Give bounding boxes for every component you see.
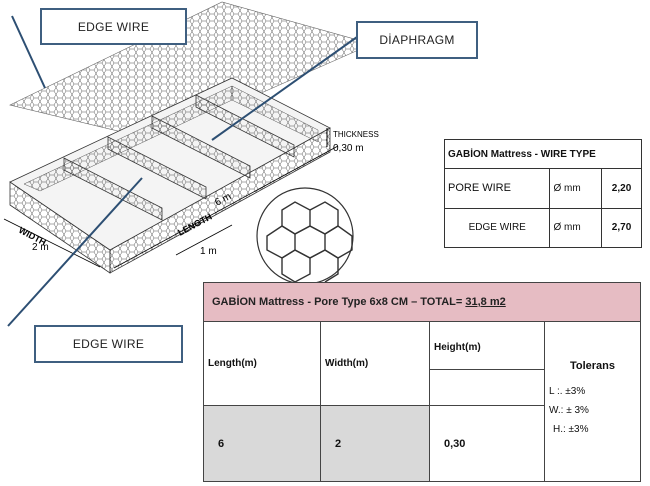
pore-type-table: GABİON Mattress - Pore Type 6x8 CM – TOT… bbox=[203, 282, 641, 482]
diaphragms bbox=[63, 94, 295, 221]
header-width: Width(m) bbox=[320, 321, 430, 406]
unit-dimension-line bbox=[175, 224, 233, 256]
pore-table-header-row: Length(m) Width(m) Height(m) Tolerans L … bbox=[203, 321, 641, 482]
tolerance-width: W.: ± 3% bbox=[549, 405, 589, 416]
wire-symbol-edge: Ø mm bbox=[549, 207, 603, 249]
pore-table-total: 31,8 m2 bbox=[465, 296, 506, 308]
wire-value-pore: 2,20 bbox=[601, 168, 642, 209]
wire-value-edge: 2,70 bbox=[601, 207, 642, 249]
value-height: 0,30 bbox=[429, 405, 545, 482]
width-total: 2 m bbox=[32, 242, 49, 253]
header-tolerans: Tolerans bbox=[569, 360, 616, 372]
edge-wire-top-label: EDGE WIRE bbox=[77, 19, 150, 34]
length-unit: 1 m bbox=[200, 246, 217, 257]
pore-table-title-text: GABİON Mattress - Pore Type 6x8 CM – TOT… bbox=[212, 296, 466, 308]
diaphragm-callout: DİAPHRAGM bbox=[356, 21, 478, 59]
wire-name-pore: PORE WIRE bbox=[443, 168, 551, 209]
edge-wire-bottom-label: EDGE WIRE bbox=[72, 337, 145, 351]
wire-table-title: GABİON Mattress - WIRE TYPE bbox=[444, 138, 642, 170]
pore-table-title-row: GABİON Mattress - Pore Type 6x8 CM – TOT… bbox=[203, 282, 641, 322]
wire-table-title-row: GABİON Mattress - WIRE TYPE bbox=[444, 138, 642, 170]
header-length: Length(m) bbox=[203, 321, 321, 406]
thickness-value: 0,30 m bbox=[333, 143, 364, 154]
edge-wire-bottom-callout: EDGE WIRE bbox=[34, 325, 183, 363]
value-width: 2 bbox=[320, 405, 430, 482]
diaphragm-label: DİAPHRAGM bbox=[379, 33, 455, 47]
pore-table-data-row: 6 2 0,30 bbox=[203, 405, 641, 482]
tolerance-list: L :. ±3% W.: ± 3% H.: ±3% bbox=[549, 386, 636, 435]
pore-table-subheader-row bbox=[204, 369, 641, 406]
mesh-detail bbox=[256, 187, 354, 285]
tolerans-cell: Tolerans L :. ±3% W.: ± 3% H.: ±3% bbox=[544, 321, 641, 482]
pointer-lines bbox=[7, 15, 358, 327]
height-subcell bbox=[429, 369, 545, 406]
wire-symbol-pore: Ø mm bbox=[549, 168, 603, 209]
header-height: Height(m) bbox=[429, 321, 545, 370]
pore-table-title: GABİON Mattress - Pore Type 6x8 CM – TOT… bbox=[203, 282, 641, 322]
box-top-outline bbox=[9, 77, 331, 251]
wire-name-edge: EDGE WIRE bbox=[443, 207, 551, 249]
tolerance-height: H.: ±3% bbox=[553, 424, 589, 435]
tolerance-length: L :. ±3% bbox=[549, 386, 586, 397]
value-length: 6 bbox=[203, 405, 321, 482]
box-right-wall bbox=[231, 85, 319, 143]
wire-row-edge: EDGE WIRE Ø mm 2,70 bbox=[443, 207, 642, 249]
width-dimension-line bbox=[3, 218, 101, 268]
wire-row-pore: PORE WIRE Ø mm 2,20 bbox=[443, 168, 642, 209]
edge-wire-top-callout: EDGE WIRE bbox=[40, 8, 187, 45]
thickness-label: THICKNESS bbox=[333, 130, 379, 139]
wire-type-table: GABİON Mattress - WIRE TYPE PORE WIRE Ø … bbox=[443, 138, 642, 249]
length-dimension-line bbox=[113, 145, 339, 269]
